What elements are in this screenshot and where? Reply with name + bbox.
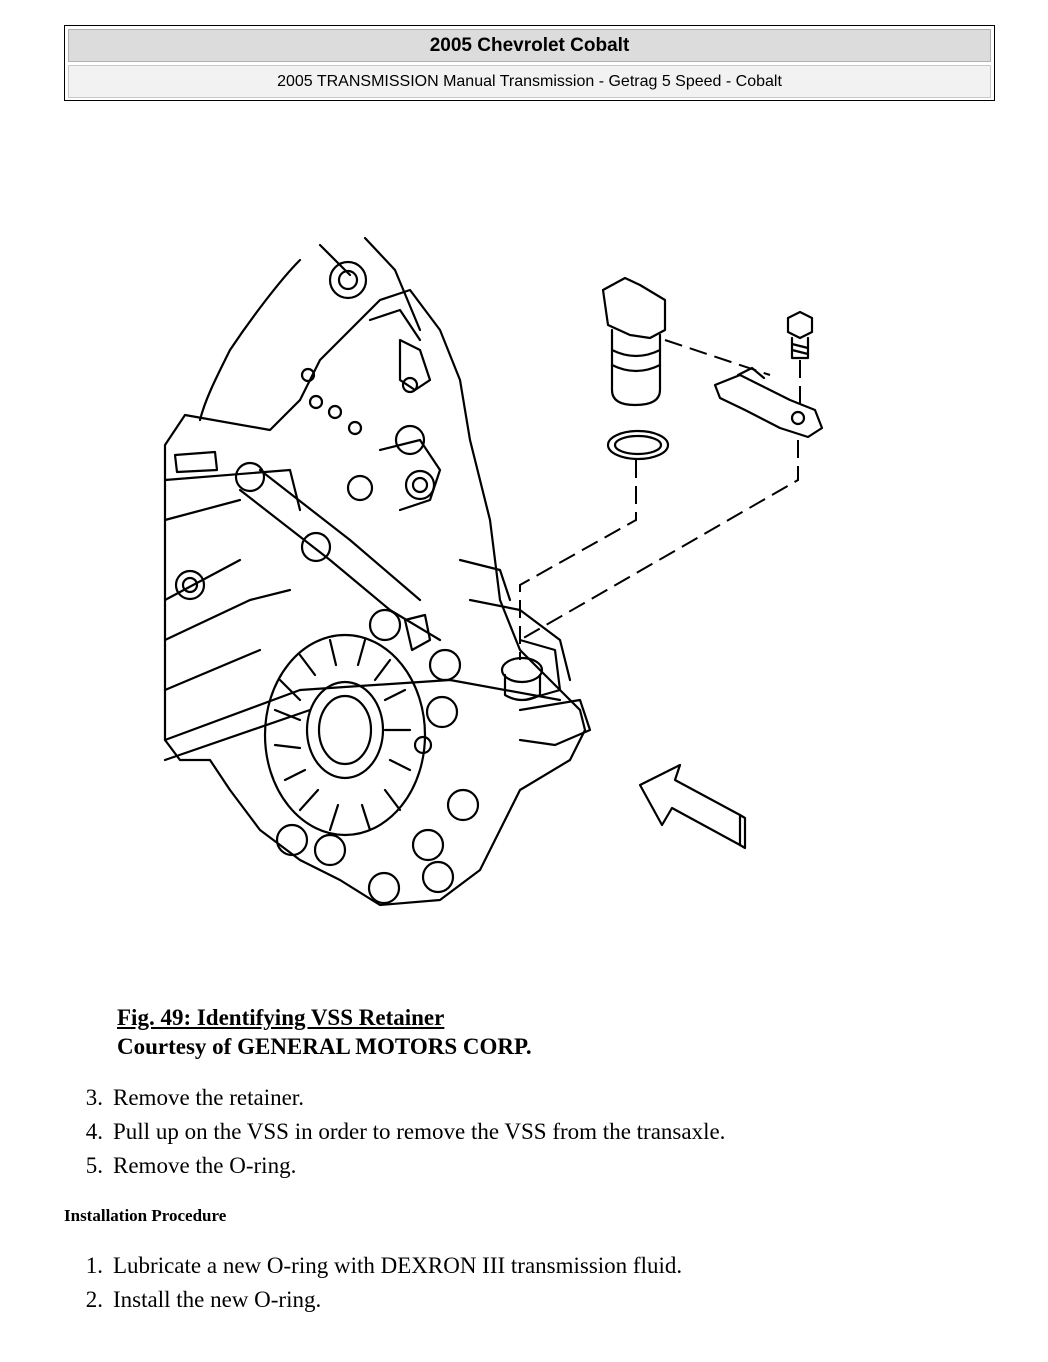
document-subtitle: 2005 TRANSMISSION Manual Transmission - … <box>68 65 991 98</box>
step-text: Lubricate a new O-ring with DEXRON III t… <box>113 1253 683 1278</box>
list-item: 4. Pull up on the VSS in order to remove… <box>50 1115 726 1149</box>
step-text: Remove the retainer. <box>113 1085 304 1110</box>
document-title: 2005 Chevrolet Cobalt <box>68 29 991 62</box>
figure-caption: Fig. 49: Identifying VSS Retainer Courte… <box>117 1003 532 1061</box>
step-text: Install the new O-ring. <box>113 1287 322 1312</box>
vss-retainer-illustration <box>163 236 824 907</box>
step-number: 4. <box>85 1119 103 1144</box>
step-number: 3. <box>85 1085 103 1110</box>
installation-steps-list: 1. Lubricate a new O-ring with DEXRON II… <box>50 1249 682 1317</box>
step-number: 2. <box>85 1287 103 1312</box>
step-number: 5. <box>85 1153 103 1178</box>
step-number: 1. <box>85 1253 103 1278</box>
removal-steps-list: 3. Remove the retainer. 4. Pull up on th… <box>50 1081 726 1183</box>
document-header: 2005 Chevrolet Cobalt 2005 TRANSMISSION … <box>64 25 995 101</box>
list-item: 1. Lubricate a new O-ring with DEXRON II… <box>50 1249 682 1283</box>
list-item: 5. Remove the O-ring. <box>50 1149 725 1183</box>
step-text: Pull up on the VSS in order to remove th… <box>113 1119 726 1144</box>
list-item: 3. Remove the retainer. <box>50 1081 725 1115</box>
step-text: Remove the O-ring. <box>113 1153 297 1178</box>
figure-title-link[interactable]: Fig. 49: Identifying VSS Retainer <box>117 1005 445 1030</box>
figure-courtesy: Courtesy of GENERAL MOTORS CORP. <box>117 1034 532 1059</box>
installation-procedure-heading: Installation Procedure <box>64 1206 227 1225</box>
list-item: 2. Install the new O-ring. <box>50 1283 682 1317</box>
